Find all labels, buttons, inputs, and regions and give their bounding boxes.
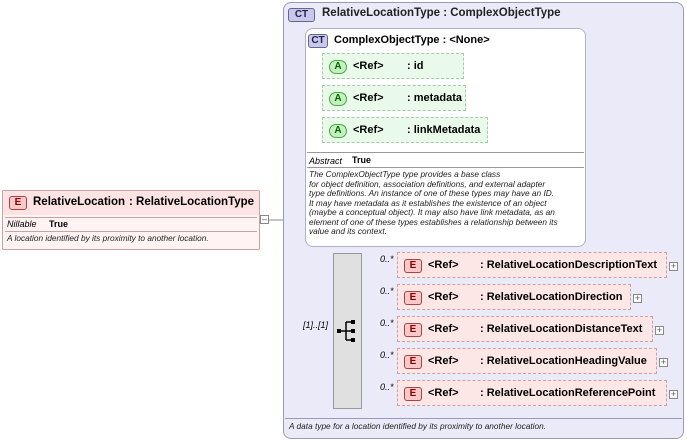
complex-type-title: RelativeLocationType : ComplexObjectType (322, 7, 561, 19)
attribute-badge-icon: A (329, 92, 347, 106)
element-name: : RelativeLocationDirection (480, 291, 623, 303)
element-ref: <Ref> (428, 355, 459, 367)
element-ref: <Ref> (428, 323, 459, 335)
root-divider (5, 217, 257, 218)
attribute-ref: <Ref> (353, 60, 384, 72)
complex-type-badge-icon: CT (288, 8, 315, 22)
root-collapse-icon[interactable]: – (260, 214, 269, 224)
element-badge-icon: E (404, 323, 422, 337)
attribute-ref: <Ref> (353, 92, 384, 104)
expand-icon[interactable]: + (655, 325, 664, 335)
abstract-label: Abstract (309, 156, 343, 166)
root-divider-2 (5, 231, 257, 232)
sequence-icon (337, 320, 355, 342)
element-badge-icon: E (404, 291, 422, 305)
base-divider (307, 152, 584, 153)
attribute-badge-icon: A (329, 124, 347, 138)
attribute-name: : metadata (407, 92, 463, 104)
element-badge-icon: E (9, 196, 27, 210)
element-name: : RelativeLocationReferencePoint (480, 387, 656, 399)
sequence-occurrence: [1]..[1] (303, 320, 329, 330)
expand-icon[interactable]: + (669, 261, 678, 271)
base-type-documentation: The ComplexObjectType type provides a ba… (309, 169, 558, 236)
base-type-title: ComplexObjectType : <None> (334, 34, 490, 46)
element-badge-icon: E (404, 355, 422, 369)
element-badge-icon: E (404, 387, 422, 401)
element-occurrence: 0..* (380, 382, 394, 392)
sequence-compositor[interactable] (333, 253, 362, 409)
attribute-badge-icon: A (329, 60, 347, 74)
element-ref: <Ref> (428, 291, 459, 303)
expand-icon[interactable]: + (669, 389, 678, 399)
element-occurrence: 0..* (380, 286, 394, 296)
root-element-name: RelativeLocation (33, 196, 126, 208)
element-relativelocationdirection[interactable]: E <Ref> : RelativeLocationDirection (397, 284, 631, 310)
element-name: : RelativeLocationDistanceText (480, 323, 643, 335)
element-relativelocationdistancetext[interactable]: E <Ref> : RelativeLocationDistanceText (397, 316, 653, 342)
element-ref: <Ref> (428, 387, 459, 399)
root-element-documentation: A location identified by its proximity t… (7, 233, 209, 243)
ct-divider (285, 418, 682, 419)
element-occurrence: 0..* (380, 254, 394, 264)
element-relativelocationdescriptiontext[interactable]: E <Ref> : RelativeLocationDescriptionTex… (397, 252, 667, 278)
expand-icon[interactable]: + (659, 357, 668, 367)
element-ref: <Ref> (428, 259, 459, 271)
base-divider-2 (307, 167, 584, 168)
base-type-badge-icon: CT (308, 34, 328, 48)
element-name: : RelativeLocationHeadingValue (480, 355, 647, 367)
expand-icon[interactable]: + (633, 293, 642, 303)
attribute-ref: <Ref> (353, 124, 384, 136)
root-element-header (3, 191, 259, 215)
root-element-box[interactable]: E RelativeLocation : RelativeLocationTyp… (2, 190, 260, 250)
nillable-value: True (49, 219, 69, 229)
element-badge-icon: E (404, 259, 422, 273)
element-occurrence: 0..* (380, 318, 394, 328)
attribute-metadata[interactable]: A <Ref> : metadata (322, 85, 466, 111)
attribute-id[interactable]: A <Ref> : id (322, 53, 464, 79)
element-relativelocationreferencepoint[interactable]: E <Ref> : RelativeLocationReferencePoint (397, 380, 667, 406)
nillable-label: Nillable (7, 219, 37, 229)
attribute-linkmetadata[interactable]: A <Ref> : linkMetadata (322, 117, 488, 143)
abstract-value: True (352, 155, 372, 165)
element-occurrence: 0..* (380, 350, 394, 360)
element-relativelocationheadingvalue[interactable]: E <Ref> : RelativeLocationHeadingValue (397, 348, 657, 374)
root-element-type: : RelativeLocationType (129, 196, 255, 208)
attribute-name: : linkMetadata (407, 124, 481, 136)
element-name: : RelativeLocationDescriptionText (480, 259, 658, 271)
attribute-name: : id (407, 60, 424, 72)
complex-type-documentation: A data type for a location identified by… (289, 421, 547, 431)
